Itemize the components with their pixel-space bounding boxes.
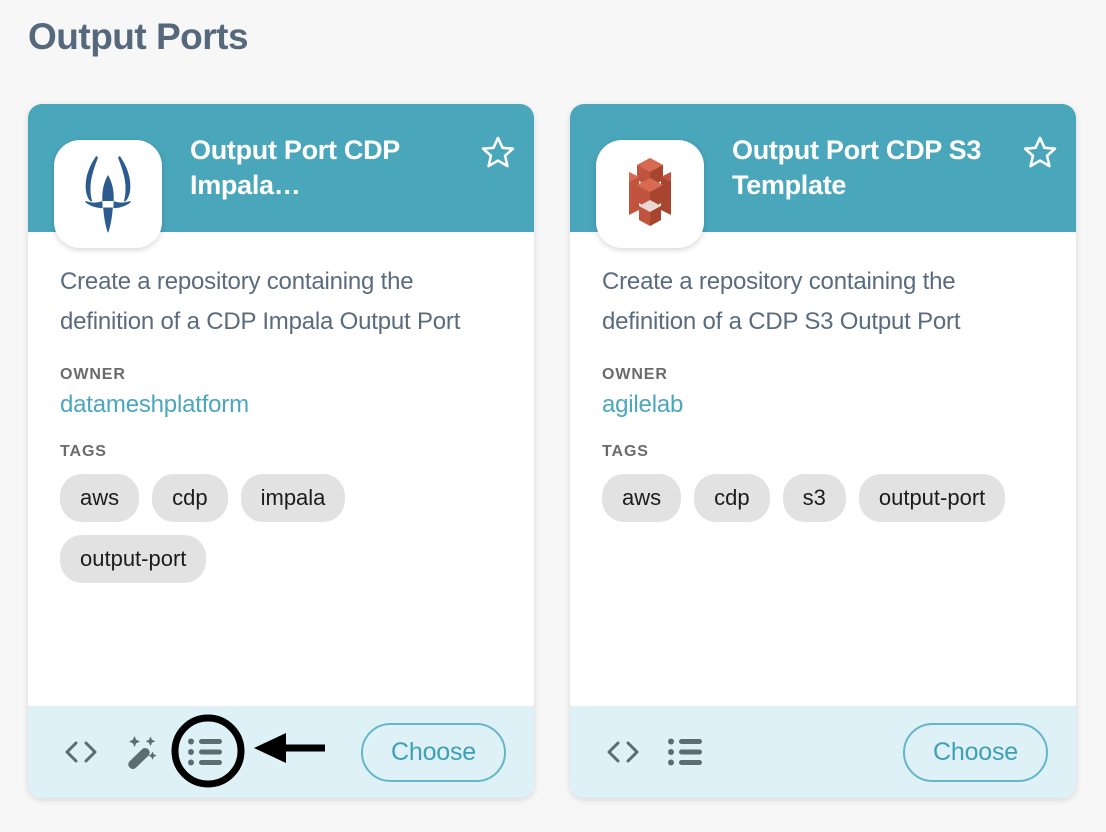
favorite-star-button[interactable] [1018, 130, 1062, 174]
list-icon [668, 738, 702, 766]
owner-label: OWNER [60, 366, 126, 383]
list-view-button[interactable] [662, 729, 708, 775]
card-description: Create a repository containing the defin… [602, 268, 961, 335]
owner-label: OWNER [602, 366, 668, 383]
card-footer: Choose [28, 706, 534, 798]
card-footer: Choose [570, 706, 1076, 798]
magic-wand-button[interactable] [120, 729, 166, 775]
aws-s3-logo [629, 158, 671, 226]
card-title: Output Port CDP S3 Template [732, 135, 982, 200]
card-header: Output Port CDP S3 Template [570, 104, 1076, 248]
card-description: Create a repository containing the defin… [60, 268, 461, 335]
card-header: Output Port CDP Impala… [28, 104, 534, 248]
favorite-star-button[interactable] [476, 130, 520, 174]
choose-button[interactable]: Choose [361, 722, 506, 782]
code-brackets-icon [607, 741, 639, 763]
output-port-card-impala[interactable]: Output Port CDP Impala… Create a reposit… [28, 104, 534, 798]
card-body: Create a repository containing the defin… [28, 232, 534, 706]
magic-wand-icon [128, 736, 157, 770]
star-outline-icon [481, 136, 515, 168]
tag-chip[interactable]: s3 [782, 474, 846, 522]
card-title: Output Port CDP Impala… [190, 135, 400, 200]
list-icon [188, 738, 222, 766]
tag-chip[interactable]: impala [240, 474, 346, 522]
tag-chip[interactable]: output-port [60, 535, 207, 583]
owner-value[interactable]: datameshplatform [60, 391, 249, 418]
choose-button[interactable]: Choose [903, 722, 1048, 782]
tag-chip[interactable]: output-port [858, 474, 1006, 522]
footer-icon-group [600, 729, 708, 775]
tags-label: TAGS [60, 443, 107, 460]
tags-list: aws cdp impala output-port [60, 474, 502, 583]
code-brackets-icon [65, 741, 97, 763]
tags-list: aws cdp s3 output-port [602, 474, 1044, 522]
output-ports-card-list: Output Port CDP Impala… Create a reposit… [28, 104, 1076, 798]
card-body: Create a repository containing the defin… [570, 232, 1076, 706]
apache-impala-logo [85, 156, 131, 233]
output-port-card-s3[interactable]: Output Port CDP S3 Template Create a rep… [570, 104, 1076, 798]
page-title: Output Ports [28, 16, 249, 57]
tag-chip[interactable]: cdp [694, 474, 770, 522]
star-outline-icon [1023, 136, 1057, 168]
card-logo-badge [54, 140, 162, 248]
list-view-button[interactable] [182, 729, 228, 775]
tags-label: TAGS [602, 443, 649, 460]
code-brackets-button[interactable] [600, 729, 646, 775]
code-brackets-button[interactable] [58, 729, 104, 775]
footer-icon-group [58, 729, 228, 775]
tag-chip[interactable]: cdp [152, 474, 228, 522]
card-logo-badge [596, 140, 704, 248]
tag-chip[interactable]: aws [602, 474, 682, 522]
owner-value[interactable]: agilelab [602, 391, 684, 418]
tag-chip[interactable]: aws [60, 474, 140, 522]
